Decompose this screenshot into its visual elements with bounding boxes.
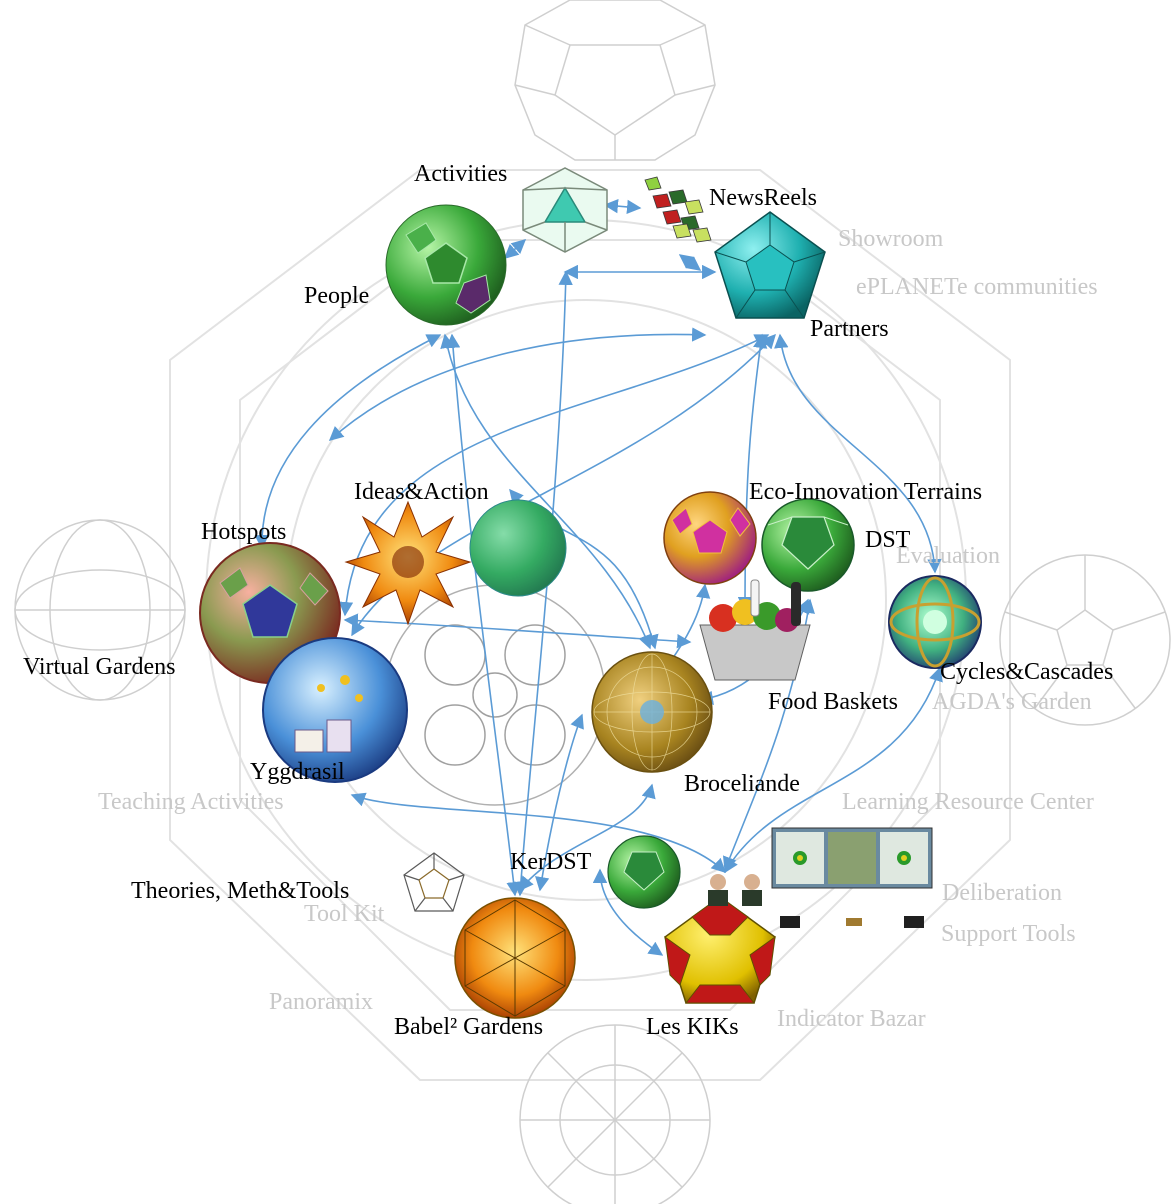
deliberation-screens-icon (771, 827, 933, 928)
node-label-cycles-cascades[interactable]: Cycles&Cascades (940, 659, 1114, 685)
node-label-les-kiks[interactable]: Les KIKs (646, 1014, 739, 1040)
ghost-label-eplanete: ePLANETe communities (856, 274, 1098, 300)
node-label-dst[interactable]: DST (865, 527, 911, 553)
node-label-kerdst[interactable]: KerDST (510, 849, 592, 875)
people-figures-icon (708, 874, 762, 906)
node-label-hotspots[interactable]: Hotspots (201, 519, 287, 545)
babel-gardens-node-icon (454, 897, 576, 1019)
link-people-activities (503, 239, 527, 259)
people-node-icon (385, 204, 507, 326)
node-label-partners[interactable]: Partners (810, 316, 889, 342)
node-label-food-baskets[interactable]: Food Baskets (768, 689, 899, 715)
ghost-label-teaching-activities: Teaching Activities (98, 789, 284, 815)
broceliande-node-icon (591, 651, 713, 773)
node-label-yggdrasil[interactable]: Yggdrasil (250, 759, 345, 785)
node-label-theories[interactable]: Theories, Meth&Tools (131, 878, 350, 904)
link-hotspots-broceliande (343, 613, 692, 649)
kerdst-node-icon (607, 835, 681, 909)
link-kiks-cycles (724, 666, 943, 874)
node-label-activities[interactable]: Activities (414, 161, 508, 187)
right-ghost-sphere-icon (999, 554, 1171, 726)
ideas-action-node-icon (344, 500, 472, 626)
ghost-label-indicator-bazar: Indicator Bazar (777, 1006, 926, 1032)
link-babel-center (535, 713, 584, 892)
node-label-babel-gardens[interactable]: Babel² Gardens (394, 1014, 544, 1040)
ghost-label-evaluation: Evaluation (896, 543, 1000, 569)
top-ghost-polyhedron-icon (514, 0, 716, 161)
link-newsreels-partners (678, 254, 702, 271)
ghost-label-support-tools: Support Tools (941, 921, 1076, 947)
bottom-ghost-polyhedron-icon (519, 1024, 711, 1204)
ghost-label-panoramix: Panoramix (269, 989, 373, 1015)
ghost-label-learning-resource-center: Learning Resource Center (842, 789, 1094, 815)
node-label-people[interactable]: People (304, 283, 370, 309)
node-label-ideas-action[interactable]: Ideas&Action (354, 479, 489, 505)
les-kiks-node-icon (664, 896, 776, 1004)
theories-node-icon (403, 852, 465, 912)
ideas-green-sphere-icon (469, 499, 567, 597)
cycles-cascades-node-icon (888, 575, 982, 669)
link-kerdst-kiks (592, 868, 664, 956)
activities-node-icon (522, 167, 608, 253)
link-activities-newsreels (603, 198, 642, 215)
node-label-virtual-gardens[interactable]: Virtual Gardens (23, 654, 176, 680)
ghost-label-tool-kit: Tool Kit (304, 901, 385, 927)
dst-node-icon (761, 498, 855, 592)
node-label-eco-innovation[interactable]: Eco-Innovation Terrains (749, 479, 983, 505)
background-octagon (169, 169, 1011, 1081)
eco-innovation-node-icon (663, 491, 757, 585)
yggdrasil-node-icon (262, 637, 408, 783)
link-partners-cycles (774, 333, 942, 574)
partners-node-icon (714, 211, 826, 319)
ghost-label-agdas-garden: AGDA's Garden (932, 689, 1092, 715)
node-label-broceliande[interactable]: Broceliande (684, 771, 800, 797)
link-partners-ideas (328, 327, 707, 441)
node-label-newsreels[interactable]: NewsReels (709, 185, 817, 211)
ghost-label-deliberation: Deliberation (942, 880, 1062, 906)
newsreels-node-icon (644, 176, 712, 243)
ghost-label-showroom: Showroom (838, 226, 944, 252)
left-ghost-globe-icon (14, 519, 186, 701)
food-baskets-node-icon (699, 579, 811, 681)
